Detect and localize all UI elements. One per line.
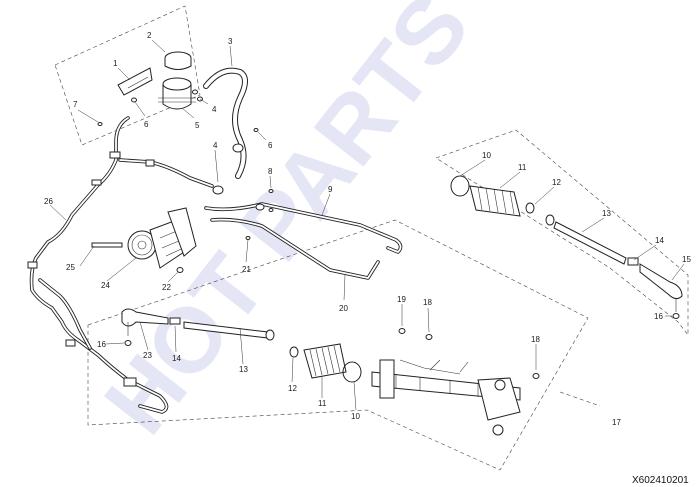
right-boot [469,185,521,217]
right-boot-clamp [450,175,470,197]
right-tie-rod-parts [450,175,683,319]
return-line [27,116,214,414]
pump-bracket [167,207,197,257]
callout-11-left: 11 [318,399,327,408]
callout-7: 7 [73,100,78,109]
callout-25: 25 [66,263,75,272]
callout-10-right: 10 [482,151,491,160]
power-steering-pump [91,207,197,273]
callout-4-lower: 4 [213,141,218,150]
callout-14-right: 14 [655,236,664,245]
callout-labels: 1 2 3 4 4 5 6 6 7 8 9 10 10 11 11 12 12 … [44,31,691,427]
callout-13-left: 13 [239,365,248,374]
callout-12-left: 12 [288,384,297,393]
reservoir-group-outline [54,5,201,146]
callout-15: 15 [682,255,691,264]
gear-group-leader [559,391,601,407]
callout-16-right: 16 [654,312,663,321]
right-inner-tie-rod [553,221,627,265]
drawing-code: X602410201 [632,475,689,486]
callout-10-left: 10 [351,412,360,421]
callout-23: 23 [143,351,152,360]
callout-4-upper: 4 [212,105,217,114]
callout-1: 1 [113,59,118,68]
reservoir-assembly [97,51,203,126]
callout-13-right: 13 [602,209,611,218]
callout-3: 3 [228,37,233,46]
steering-gear [371,328,540,436]
callout-16-left: 16 [97,340,106,349]
callout-6-left: 6 [144,120,149,129]
steering-gear-group-outline [87,219,589,471]
supply-hose [203,67,259,179]
callout-6-right: 6 [268,141,273,150]
callout-18-lower: 18 [531,335,540,344]
gear-valve-body [477,377,521,421]
callout-20: 20 [339,304,348,313]
left-boot-clamp [342,361,362,383]
left-boot [303,343,362,383]
callout-2: 2 [147,31,152,40]
callout-17: 17 [612,418,621,427]
callout-8: 8 [268,167,273,176]
callout-12-right: 12 [552,178,561,187]
callout-21: 21 [242,265,251,274]
pressure-lines [204,185,403,280]
callout-5: 5 [195,121,200,130]
right-tie-rod-end [639,263,683,300]
left-tie-rod-end [121,308,169,327]
callout-9: 9 [328,185,333,194]
reservoir-bracket [117,67,153,96]
callout-24: 24 [101,281,110,290]
right-tie-rod-group-outline [435,129,689,336]
callout-22: 22 [162,283,171,292]
callout-11-right: 11 [518,163,527,172]
group-outlines [54,5,689,471]
leader-lines [49,39,685,411]
callout-14-left: 14 [172,354,181,363]
callout-19: 19 [397,295,406,304]
callout-26: 26 [44,197,53,206]
callout-18-upper: 18 [423,298,432,307]
reservoir-body [162,84,192,110]
